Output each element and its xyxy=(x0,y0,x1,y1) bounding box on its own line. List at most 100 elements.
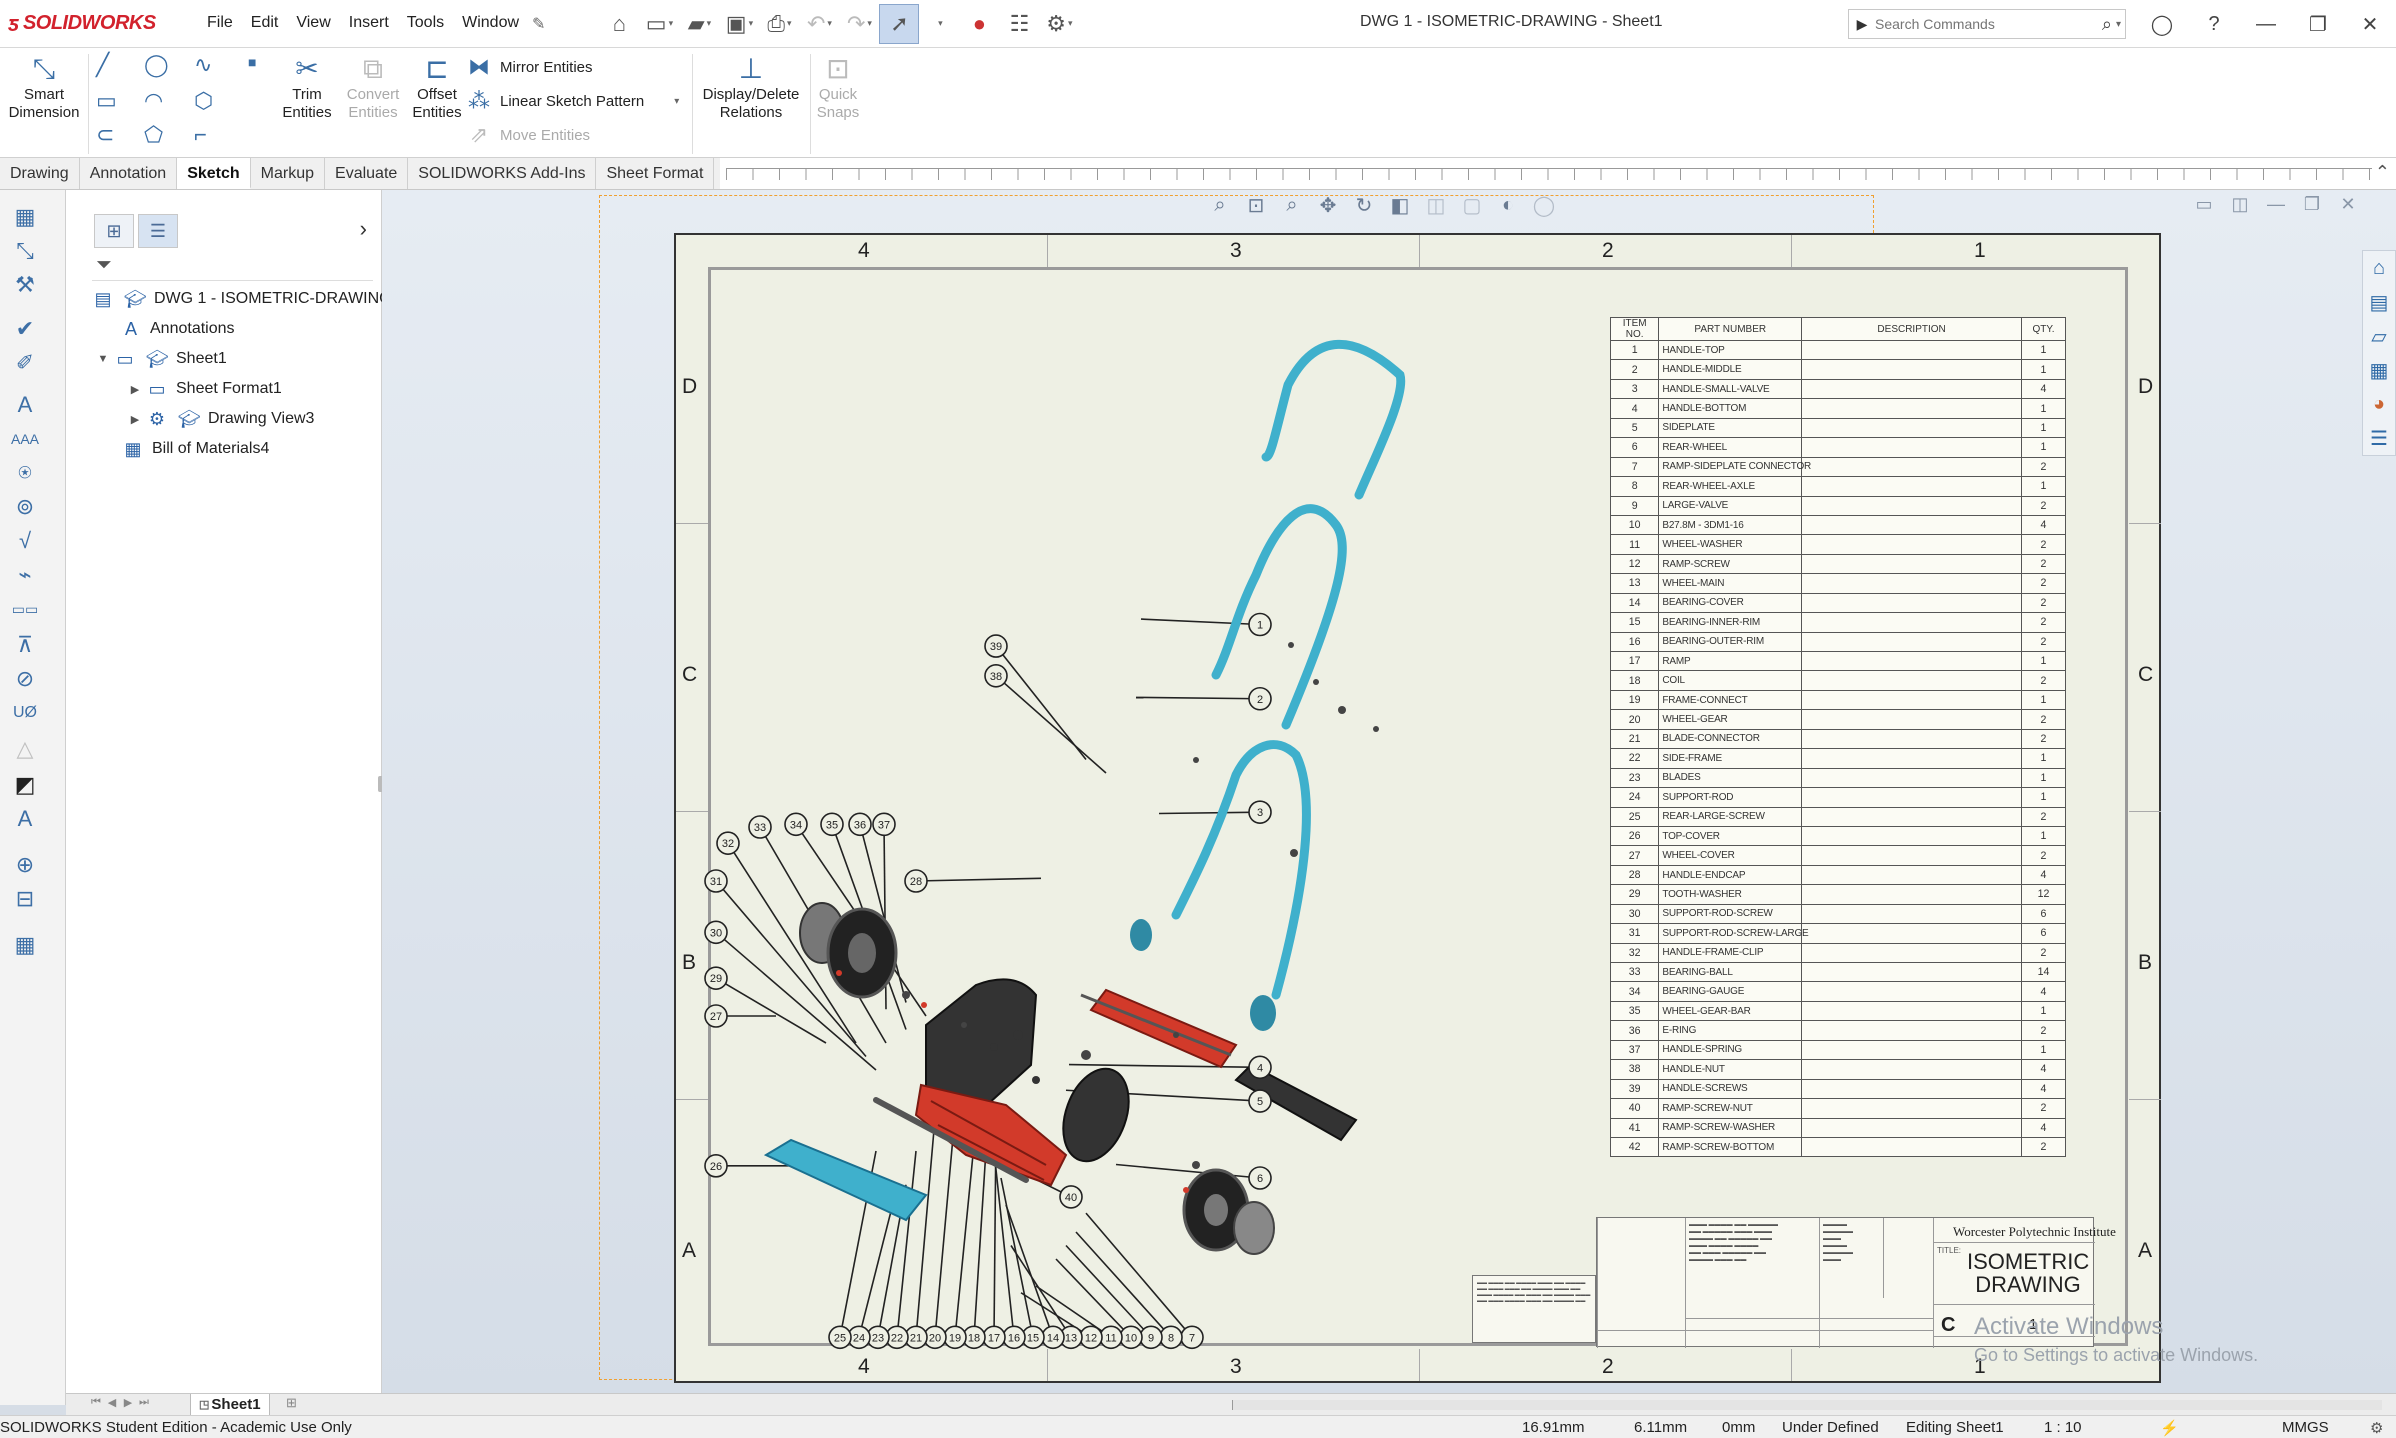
tree-root[interactable]: ▤ 🎓︎ DWG 1 - ISOMETRIC-DRAWING xyxy=(90,288,391,310)
solidworks-resources-icon[interactable]: ⌂ xyxy=(2372,256,2386,279)
select-dropdown[interactable]: ▾ xyxy=(938,18,943,28)
balloon-36[interactable]: 36 xyxy=(848,812,872,837)
doc-restore-icon[interactable]: ❐ xyxy=(2303,194,2321,214)
balloon-15[interactable]: 15 xyxy=(1021,1325,1045,1350)
center-mark-icon[interactable]: ⊕ xyxy=(15,852,35,877)
surface-finish-icon[interactable]: √ xyxy=(18,528,32,553)
balloon-35[interactable]: 35 xyxy=(820,812,844,837)
close-button[interactable]: ✕ xyxy=(2361,13,2379,36)
centerline-icon[interactable]: ⊟ xyxy=(15,886,35,911)
balloon-4[interactable]: 4 xyxy=(1248,1055,1272,1080)
redo-button[interactable]: ↷▾ xyxy=(846,10,872,36)
tab-sheet-format[interactable]: Sheet Format xyxy=(596,158,715,189)
scene-icon[interactable]: ◯ xyxy=(1532,194,1556,217)
tree-sheet1[interactable]: ▼ ▭ 🎓︎ Sheet1 xyxy=(94,348,227,370)
circle-icon[interactable]: ◯ xyxy=(144,52,169,77)
balloon-5[interactable]: 5 xyxy=(1248,1089,1272,1113)
undo-button[interactable]: ↶▾ xyxy=(806,10,832,36)
balloon-33[interactable]: 33 xyxy=(748,815,772,839)
file-explorer-icon[interactable]: ▱ xyxy=(2371,325,2387,348)
quick-snaps-button[interactable]: ⊡ Quick Snaps xyxy=(812,52,864,122)
balloon-6[interactable]: 6 xyxy=(1248,1166,1272,1190)
options-button[interactable]: ⚙▾ xyxy=(1046,10,1073,36)
tab-solidworks-add-ins[interactable]: SOLIDWORKS Add-Ins xyxy=(408,158,597,189)
first-sheet-icon[interactable]: ⏮ xyxy=(91,1396,101,1408)
geometric-tolerance-icon[interactable]: ▭▭ xyxy=(11,600,39,617)
user-account-icon[interactable]: ◯ xyxy=(2150,13,2174,36)
tree-annotations[interactable]: A Annotations xyxy=(118,318,235,340)
customize-icon[interactable]: ⚙ xyxy=(2370,1420,2384,1437)
format-painter-icon[interactable]: ✐ xyxy=(15,350,35,375)
search-commands[interactable]: ▶ ⌕ ▾ xyxy=(1848,9,2126,39)
linear-sketch-pattern-button[interactable]: ⁂ Linear Sketch Pattern ▾ xyxy=(466,88,679,114)
balloon-30[interactable]: 30 xyxy=(704,920,728,945)
prev-sheet-icon[interactable]: ◀ xyxy=(107,1397,117,1409)
balloon-32[interactable]: 32 xyxy=(716,831,740,856)
home-button[interactable]: ⌂ xyxy=(599,4,639,44)
balloon-37[interactable]: 37 xyxy=(872,812,896,837)
pattern-dropdown-icon[interactable]: ▾ xyxy=(674,95,680,107)
zoom-to-area-icon[interactable]: ⊡ xyxy=(1247,194,1265,217)
balloon-38[interactable]: 38 xyxy=(984,663,1008,688)
restore-button[interactable]: ❐ xyxy=(2309,13,2327,36)
hole-callout-icon[interactable]: UØ xyxy=(13,704,37,721)
pan-icon[interactable]: ✥ xyxy=(1319,194,1337,217)
balloon-1[interactable]: 1 xyxy=(1248,612,1272,637)
drawing-sheet[interactable]: 4 3 2 1 4 3 2 1 D C B A D C B A xyxy=(674,233,2161,1383)
smart-dimension-tool-icon[interactable]: ⤡ xyxy=(16,238,34,263)
balloon-34[interactable]: 34 xyxy=(784,812,808,837)
balloon-11[interactable]: 11 xyxy=(1099,1325,1123,1350)
search-dropdown-icon[interactable]: ▾ xyxy=(2115,18,2121,30)
balloon-14[interactable]: 14 xyxy=(1041,1325,1065,1350)
balloon-10[interactable]: 10 xyxy=(1119,1325,1143,1350)
balloon-13[interactable]: 13 xyxy=(1059,1325,1083,1350)
convert-entities-button[interactable]: ⧉ Convert Entities xyxy=(340,52,406,122)
sheet-tab[interactable]: ◳ Sheet1 xyxy=(190,1394,270,1416)
search-icon[interactable]: ⌕ xyxy=(2101,13,2112,34)
rotate-icon[interactable]: ↻ xyxy=(1355,194,1373,217)
doc-close-icon[interactable]: ✕ xyxy=(2340,194,2356,214)
auto-balloon-icon[interactable]: ⊚ xyxy=(15,494,35,519)
balloon-7[interactable]: 7 xyxy=(1180,1325,1204,1350)
note-icon[interactable]: A xyxy=(17,392,33,417)
appearances-icon[interactable]: ◕ xyxy=(2372,392,2386,415)
section-view-icon[interactable]: ▢ xyxy=(1462,194,1482,217)
exploded-isometric-view[interactable]: 1234567891011121314151617181920212223242… xyxy=(676,235,1576,1350)
menu-window[interactable]: Window xyxy=(462,13,520,31)
save-button[interactable]: ▣▾ xyxy=(725,10,754,36)
trim-entities-button[interactable]: ✂ Trim Entities xyxy=(274,52,340,122)
datum-feature-icon[interactable]: ⊼ xyxy=(16,632,34,657)
balloon-22[interactable]: 22 xyxy=(885,1325,909,1350)
arc-icon[interactable]: ◠ xyxy=(144,88,164,113)
panel-splitter[interactable] xyxy=(378,776,384,792)
balloon-21[interactable]: 21 xyxy=(904,1325,928,1350)
balloon-28[interactable]: 28 xyxy=(904,869,928,893)
tree-bill-of-materials[interactable]: ▦ Bill of Materials4 xyxy=(120,438,269,460)
smart-dimension-button[interactable]: ⤡ Smart Dimension xyxy=(6,52,82,122)
previous-view-icon[interactable]: ⌕ xyxy=(1286,193,1298,216)
tab-sketch[interactable]: Sketch xyxy=(177,158,251,189)
polygon-icon[interactable]: ⬡ xyxy=(194,88,214,113)
unit-system[interactable]: MMGS xyxy=(2282,1419,2329,1436)
balloon-12[interactable]: 12 xyxy=(1079,1325,1103,1350)
file-properties-button[interactable]: ☷ xyxy=(999,4,1039,44)
